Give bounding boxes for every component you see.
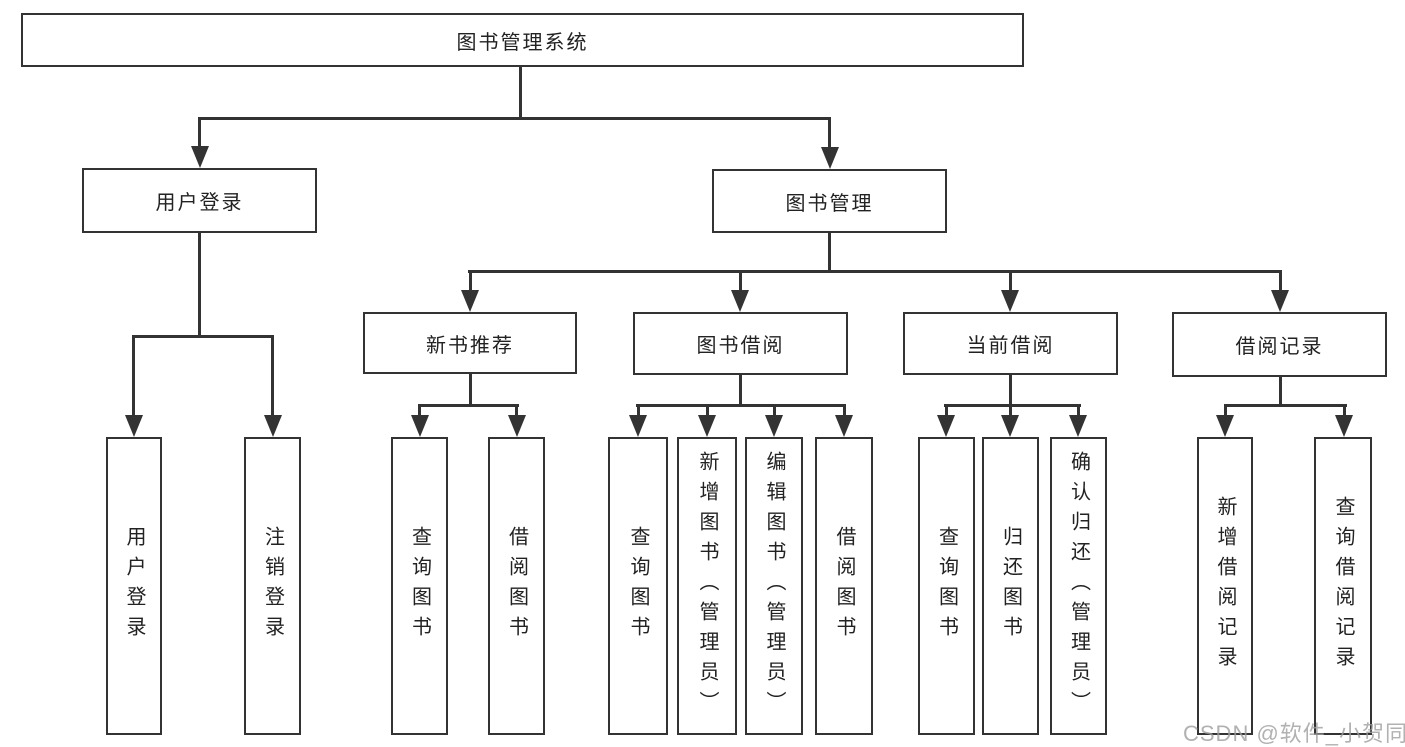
- leaf-label: 编辑图书（管理员）: [763, 451, 785, 721]
- connector-drop-leaf-login: [132, 335, 135, 419]
- leaf-newbook-query-books: 查询图书: [391, 437, 448, 735]
- connector-drop-borrow: [739, 270, 742, 294]
- arrowhead-bb-borrow: [835, 415, 853, 437]
- leaf-label: 归还图书: [999, 526, 1022, 646]
- connector-current-stem: [1009, 373, 1012, 407]
- node-user-login: 用户登录: [82, 168, 317, 233]
- leaf-label: 新增借阅记录: [1214, 496, 1236, 676]
- arrowhead-br-add: [1216, 415, 1234, 437]
- leaf-label: 确认归还（管理员）: [1067, 451, 1090, 721]
- leaf-label: 借阅图书: [833, 526, 855, 646]
- leaf-borrow-add-books-admin: 新增图书（管理员）: [677, 437, 737, 735]
- connector-drop-current: [1009, 270, 1012, 294]
- connector-drop-nb-borrow: [515, 404, 518, 418]
- leaf-current-return-books: 归还图书: [982, 437, 1039, 735]
- connector-bookmgmt-hline: [468, 270, 1282, 273]
- node-label: 用户登录: [155, 192, 244, 214]
- arrowhead-bb-query: [629, 415, 647, 437]
- arrowhead-nb-borrow: [508, 415, 526, 437]
- node-library-management-system: 图书管理系统: [21, 13, 1024, 67]
- node-label: 借阅记录: [1235, 336, 1324, 358]
- node-label: 当前借阅: [966, 335, 1055, 357]
- connector-borrow-stem: [739, 373, 742, 407]
- arrowhead-borrow: [731, 290, 749, 312]
- leaf-borrow-edit-books-admin: 编辑图书（管理员）: [745, 437, 803, 735]
- arrowhead-leaf-login: [125, 415, 143, 437]
- connector-drop-bb-add: [706, 404, 709, 417]
- csdn-watermark: CSDN @软件_小贺同学: [1183, 721, 1405, 746]
- arrowhead-record: [1271, 290, 1289, 312]
- connector-drop-new-book: [469, 270, 472, 294]
- leaf-borrow-borrow-books: 借阅图书: [815, 437, 873, 735]
- connector-borrow-hline: [636, 404, 846, 407]
- connector-newbook-stem: [469, 372, 472, 407]
- leaf-logout: 注销登录: [244, 437, 301, 735]
- arrowhead-leaf-logout: [264, 415, 282, 437]
- arrowhead-bb-edit: [765, 415, 783, 437]
- connector-current-hline: [944, 404, 1081, 407]
- arrowhead-cb-query: [937, 415, 955, 437]
- leaf-current-query-books: 查询图书: [918, 437, 975, 735]
- connector-userlogin-stem: [198, 231, 201, 338]
- arrowhead-new-book: [461, 290, 479, 312]
- arrowhead-bb-add: [698, 415, 716, 437]
- leaf-label: 查询图书: [935, 526, 958, 646]
- node-borrow-record: 借阅记录: [1172, 312, 1387, 377]
- connector-drop-bb-borrow: [843, 404, 846, 417]
- leaf-label: 借阅图书: [505, 526, 528, 646]
- node-label: 图书管理系统: [456, 31, 589, 54]
- leaf-newbook-borrow-books: 借阅图书: [488, 437, 545, 735]
- connector-drop-book-mgmt: [828, 117, 831, 151]
- connector-newbook-hline: [418, 404, 519, 407]
- connector-record-stem: [1279, 375, 1282, 407]
- arrowhead-cb-return: [1001, 415, 1019, 437]
- connector-drop-cb-confirm: [1077, 404, 1080, 417]
- connector-record-hline: [1224, 404, 1347, 407]
- connector-bookmgmt-stem: [828, 231, 831, 273]
- arrowhead-current: [1001, 290, 1019, 312]
- leaf-label: 查询图书: [408, 526, 431, 646]
- node-label: 图书借阅: [696, 335, 785, 357]
- arrowhead-book-mgmt: [821, 147, 839, 169]
- node-current-borrow: 当前借阅: [903, 312, 1118, 375]
- leaf-label: 查询图书: [627, 526, 649, 646]
- connector-drop-record: [1279, 270, 1282, 294]
- connector-userlogin-hline: [132, 335, 274, 338]
- connector-drop-bb-edit: [773, 404, 776, 417]
- leaf-label: 查询借阅记录: [1332, 496, 1354, 676]
- node-label: 新书推荐: [426, 334, 514, 357]
- connector-drop-br-add: [1224, 404, 1227, 417]
- connector-drop-leaf-logout: [271, 335, 274, 419]
- leaf-current-confirm-return-admin: 确认归还（管理员）: [1050, 437, 1107, 735]
- arrowhead-nb-query: [411, 415, 429, 437]
- leaf-label: 新增图书（管理员）: [696, 451, 718, 721]
- leaf-record-add-borrow-record: 新增借阅记录: [1197, 437, 1253, 735]
- connector-drop-nb-query: [418, 404, 421, 418]
- connector-drop-cb-query: [945, 404, 948, 417]
- connector-drop-user-login: [198, 117, 201, 150]
- leaf-label: 用户登录: [123, 526, 145, 646]
- leaf-borrow-query-books: 查询图书: [608, 437, 668, 735]
- node-new-book-recommend: 新书推荐: [363, 312, 577, 374]
- node-book-management: 图书管理: [712, 169, 947, 233]
- leaf-record-query-borrow-record: 查询借阅记录: [1314, 437, 1372, 735]
- leaf-label: 注销登录: [261, 526, 284, 646]
- node-book-borrow: 图书借阅: [633, 312, 848, 375]
- leaf-user-login: 用户登录: [106, 437, 162, 735]
- arrowhead-user-login: [191, 146, 209, 168]
- arrowhead-cb-confirm: [1069, 415, 1087, 437]
- connector-root-hline: [198, 117, 831, 120]
- connector-drop-br-query: [1343, 404, 1346, 417]
- connector-drop-bb-query: [637, 404, 640, 417]
- connector-root-stem: [519, 64, 522, 119]
- node-label: 图书管理: [785, 192, 874, 215]
- arrowhead-br-query: [1335, 415, 1353, 437]
- connector-drop-cb-return: [1009, 404, 1012, 417]
